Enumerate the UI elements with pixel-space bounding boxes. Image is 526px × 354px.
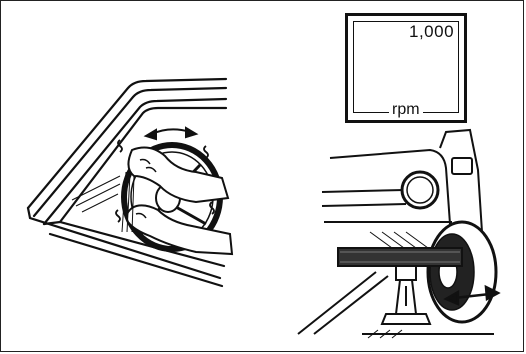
jack-stand [382,266,430,324]
front-tire [428,222,496,322]
tachometer: 1,000 rpm [345,13,467,123]
axle-beam [338,248,462,266]
undercarriage-shading [370,232,428,248]
car-front [322,130,482,232]
rotation-arrow-icon [146,128,196,139]
ground-shading [368,330,402,338]
tachometer-unit: rpm [389,101,423,119]
tachometer-reading: 1,000 [409,22,454,42]
